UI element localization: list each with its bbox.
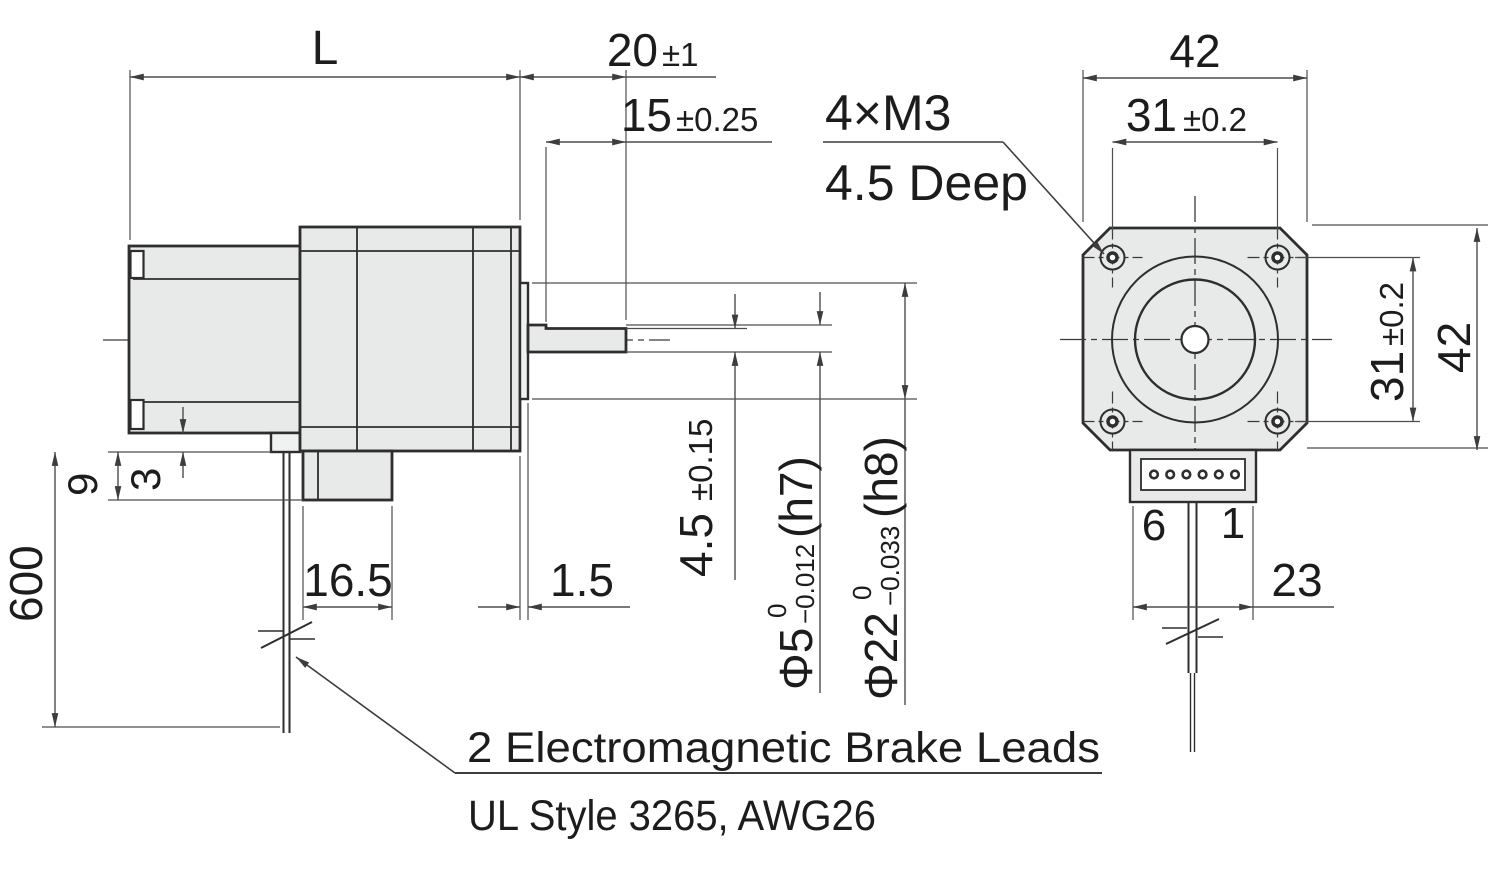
svg-text:Φ5: Φ5 (770, 628, 822, 690)
svg-text:−0.033: −0.033 (875, 526, 905, 606)
mounting-hole-bottom-right (1247, 391, 1308, 452)
dim-shaft-dia-label: Φ5 0 −0.012 (h7) (762, 456, 822, 690)
brake-housing-bottom-clip (129, 398, 145, 431)
dim-pitch-h-value: 31 (1126, 89, 1177, 141)
dim-face-width-label: 42 (1169, 25, 1220, 77)
svg-text:(h8): (h8) (855, 436, 907, 518)
svg-text:0: 0 (762, 604, 792, 618)
svg-text:±0.2: ±0.2 (1373, 282, 1410, 346)
screw-note-line1: 4×M3 (825, 85, 951, 141)
connector-pins (1148, 469, 1241, 480)
wire-break-symbol (258, 621, 315, 649)
motor-body (298, 225, 522, 453)
dim-face-height-label: 42 (1428, 322, 1480, 373)
dim-pilot-depth-label: 1.5 (550, 554, 614, 606)
dim-connector-pitch-label: 23 (1271, 554, 1322, 606)
dim-flat-height-label: 4.5 ±0.15 (670, 419, 722, 577)
svg-text:Φ22: Φ22 (855, 612, 907, 700)
svg-text:600: 600 (0, 545, 52, 622)
dim-lead-length-label: 600 (0, 545, 52, 622)
dim-shaft-length-tol: ±1 (662, 36, 698, 73)
dim-pitch-h-tol: ±0.2 (1183, 101, 1247, 138)
dim-pitch-v-label: 31 ±0.2 (1361, 282, 1413, 402)
dim-connector-width-label: 16.5 (303, 554, 393, 606)
svg-text:−0.012: −0.012 (790, 544, 820, 624)
svg-text:±0.15: ±0.15 (682, 419, 719, 501)
note-leader-arrow (295, 656, 456, 774)
dim-flat-length-value: 15 (621, 89, 672, 141)
side-view: L 20 ±1 15 ±0.25 600 9 3 16.5 1 (0, 22, 917, 733)
pin-label-1: 1 (1221, 499, 1245, 548)
dim-pilot-dia-label: Φ22 0 −0.033 (h8) (847, 436, 907, 700)
shaft-circle (1180, 324, 1210, 355)
mounting-hole-bottom-left (1082, 391, 1143, 452)
svg-text:3: 3 (122, 468, 169, 491)
pilot-boss-circle (1133, 278, 1257, 401)
dim-connector-protrusion-label: 9 (59, 473, 106, 496)
connector-pin (1148, 469, 1160, 480)
front-view: 4×M3 4.5 Deep 6 1 (823, 25, 1488, 752)
svg-text:4.5: 4.5 (670, 513, 722, 577)
svg-text:42: 42 (1428, 322, 1480, 373)
svg-text:31: 31 (1361, 351, 1413, 402)
note-brake-leads: 2 Electromagnetic Brake Leads (467, 724, 1100, 772)
mounting-holes (1082, 227, 1308, 452)
front-wire-break-symbol (1162, 618, 1223, 645)
screw-note-line2: 4.5 Deep (825, 155, 1028, 211)
connector-pin (1181, 469, 1192, 480)
brake-housing-top-clip (129, 249, 145, 280)
dim-bushing-offset-label: 3 (122, 468, 169, 491)
connector-pin (1229, 469, 1241, 480)
brake-housing (127, 244, 302, 435)
connector-pin (1197, 469, 1208, 480)
dim-flat-length-tol: ±0.25 (676, 101, 758, 138)
connector-pin (1213, 469, 1224, 480)
mounting-hole-top-left (1082, 227, 1143, 288)
motor-shaft (526, 323, 628, 354)
svg-text:0: 0 (847, 586, 877, 600)
end-bell-circle (1111, 255, 1279, 424)
connector-pin (1165, 469, 1176, 480)
dim-shaft-length-value: 20 (607, 24, 658, 76)
front-lead-wire (1187, 502, 1198, 752)
brake-lead-wire (282, 452, 291, 733)
svg-text:(h7): (h7) (770, 456, 822, 538)
side-connector (301, 449, 394, 502)
lead-bushing (269, 431, 302, 454)
note-ul-style: UL Style 3265, AWG26 (468, 792, 876, 840)
screw-note-leader-arrow (1002, 141, 1105, 255)
svg-text:9: 9 (59, 473, 106, 496)
lead-notes: 2 Electromagnetic Brake Leads UL Style 3… (295, 656, 1102, 840)
dim-motor-length-label: L (312, 22, 339, 75)
pin-label-6: 6 (1142, 501, 1166, 550)
